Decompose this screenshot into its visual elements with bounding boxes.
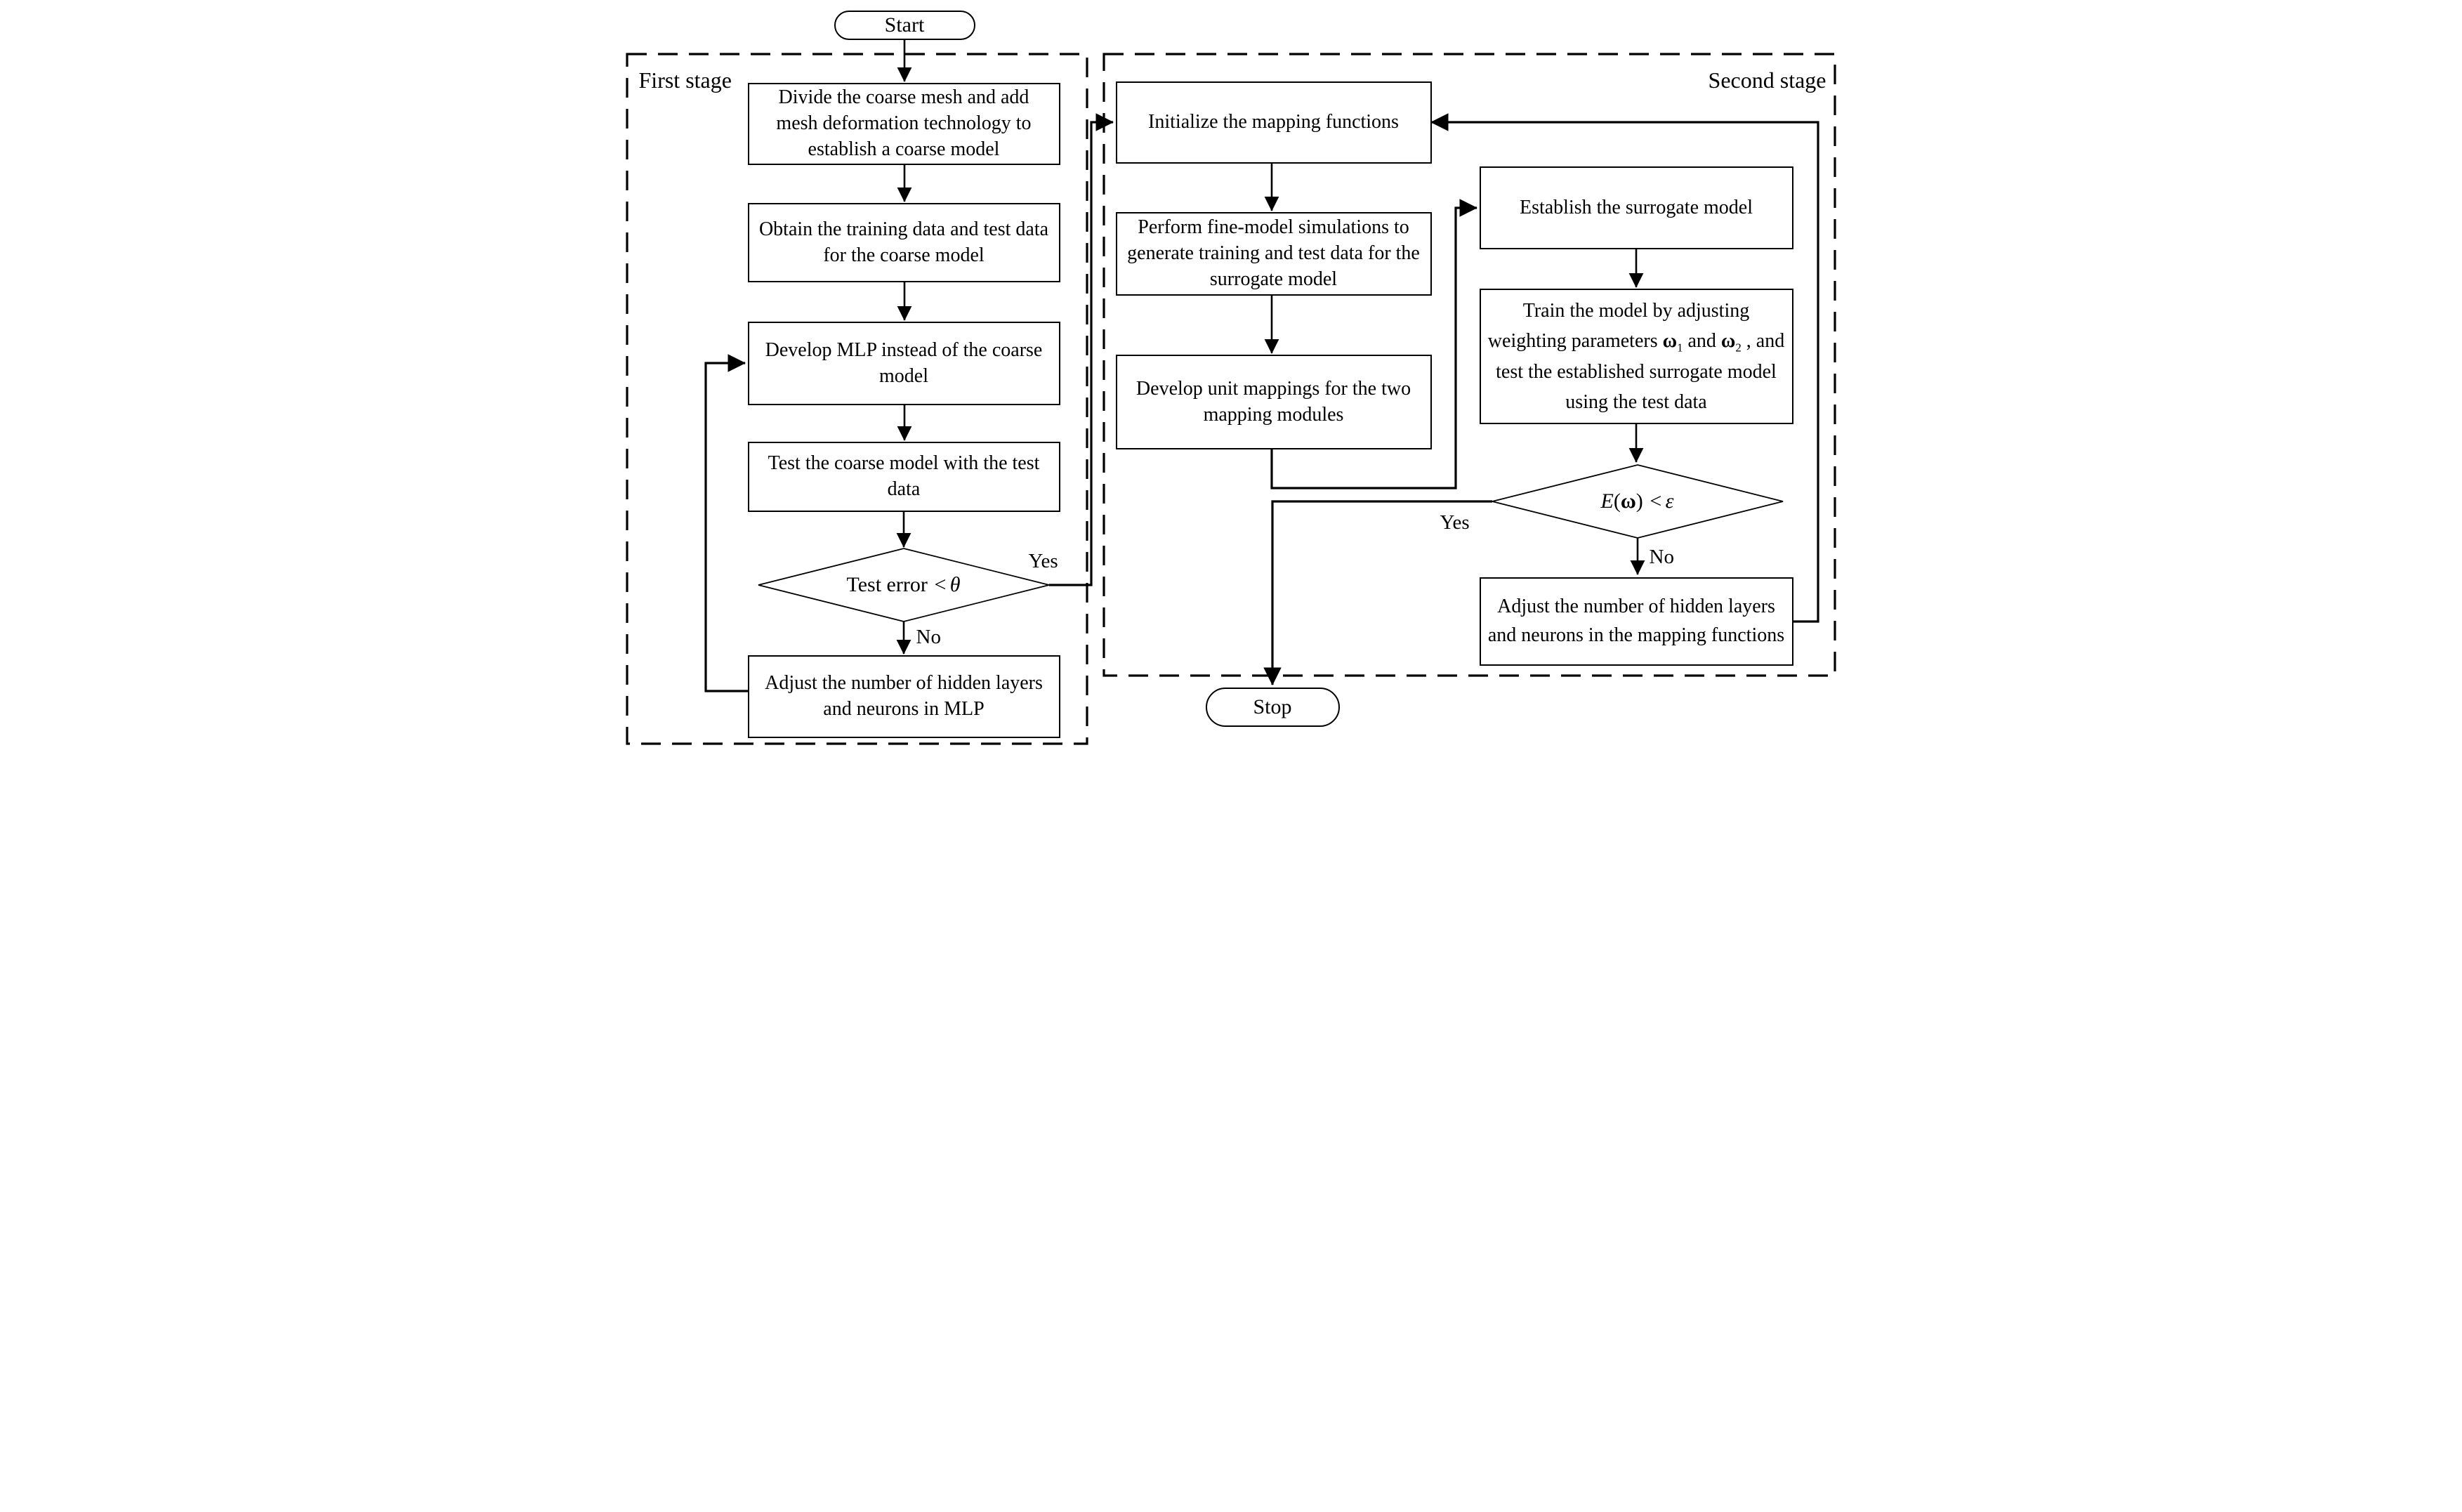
node-initialize-mapping-label: Initialize the mapping functions [1148, 111, 1399, 133]
stage-label-second: Second stage [1708, 67, 1826, 93]
edge-adjust-mapping-feedback [1430, 113, 1819, 623]
decision-test-error-text: Test error [846, 573, 928, 596]
paren-close: ) [1635, 489, 1643, 513]
flow-connectors [625, 40, 1836, 745]
label-first-yes: Yes [1028, 550, 1058, 572]
flowchart-canvas: First stage Second stage Start Stop Divi… [615, 0, 1847, 756]
stage-label-first: First stage [638, 67, 732, 93]
node-adjust-mapping-functions-label: Adjust the number of hidden layers and n… [1487, 596, 1785, 646]
node-perform-fine-simulations: Perform fine-model simulations to genera… [1115, 212, 1432, 296]
node-divide-coarse-mesh-label: Divide the coarse mesh and add mesh defo… [776, 86, 1032, 160]
omega-symbol: ω [1620, 489, 1636, 513]
first-stage-boundary [625, 53, 1088, 745]
node-train-model-label: Train the model by adjusting weighting p… [1488, 296, 1785, 418]
train-model-text-3: , and test the established surrogate mod… [1496, 330, 1785, 413]
omega-2-subscript: 2 [1735, 341, 1742, 355]
epsilon-symbol: ε [1665, 489, 1674, 513]
theta-symbol: θ [949, 573, 961, 596]
start-label: Start [884, 13, 925, 37]
edge-decision-yes-to-stop [1263, 500, 1492, 686]
paren-open: ( [1613, 489, 1621, 513]
node-perform-fine-simulations-label: Perform fine-model simulations to genera… [1127, 216, 1420, 290]
node-develop-unit-mappings-label: Develop unit mappings for the two mappin… [1135, 377, 1411, 426]
label-second-no: No [1649, 546, 1674, 568]
decision-test-error: Test error <θ [765, 550, 1042, 620]
node-test-coarse-model: Test the coarse model with the test data [747, 442, 1060, 512]
node-develop-mlp-label: Develop MLP instead of the coarse model [765, 338, 1043, 387]
edge-unit-mappings-to-establish [1270, 199, 1477, 489]
edge-decision-yes-to-initialize [1048, 113, 1114, 586]
E-symbol: E [1600, 489, 1614, 513]
start-terminal: Start [834, 11, 975, 40]
edge-adjust-mlp-feedback [704, 354, 748, 692]
node-develop-unit-mappings: Develop unit mappings for the two mappin… [1115, 355, 1432, 449]
node-adjust-mlp-label: Adjust the number of hidden layers and n… [765, 672, 1043, 720]
train-model-text-1: Train the model by adjusting weighting p… [1487, 299, 1750, 353]
node-obtain-data-label: Obtain the training data and test data f… [758, 218, 1049, 266]
node-train-model: Train the model by adjusting weighting p… [1479, 289, 1793, 424]
node-adjust-mapping-functions: Adjust the number of hidden layers and n… [1479, 577, 1793, 666]
stop-terminal: Stop [1205, 688, 1340, 727]
label-first-no: No [916, 626, 941, 648]
omega-1-symbol: ω [1662, 330, 1678, 353]
node-adjust-mlp: Adjust the number of hidden layers and n… [747, 655, 1060, 738]
train-model-text-2: and [1683, 330, 1721, 353]
node-develop-mlp: Develop MLP instead of the coarse model [747, 322, 1060, 405]
omega-1-subscript: 1 [1677, 341, 1683, 355]
omega-2-symbol: ω [1720, 330, 1736, 353]
less-than-operator-2: < [1650, 489, 1662, 513]
label-second-yes: Yes [1440, 511, 1470, 534]
decision-error-threshold-shape [1492, 464, 1783, 539]
decision-test-error-shape [758, 548, 1049, 622]
less-than-operator: < [934, 573, 947, 596]
node-divide-coarse-mesh: Divide the coarse mesh and add mesh defo… [747, 83, 1060, 165]
node-establish-surrogate-label: Establish the surrogate model [1519, 196, 1753, 218]
decision-error-threshold: E(ω) <ε [1499, 465, 1776, 538]
node-initialize-mapping: Initialize the mapping functions [1115, 81, 1432, 164]
node-test-coarse-model-label: Test the coarse model with the test data [768, 452, 1040, 500]
second-stage-boundary [1102, 53, 1836, 677]
node-establish-surrogate: Establish the surrogate model [1479, 166, 1793, 249]
node-obtain-data: Obtain the training data and test data f… [747, 203, 1060, 282]
stop-label: Stop [1253, 695, 1292, 718]
